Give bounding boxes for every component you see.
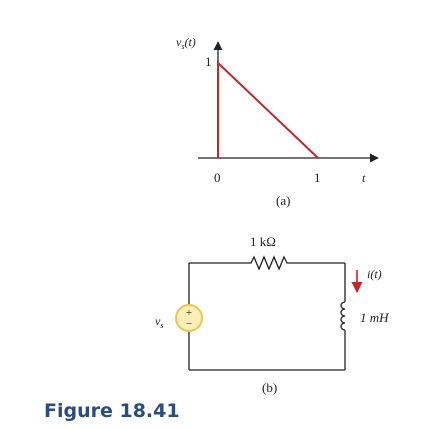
voltage-source <box>175 304 203 332</box>
figure-caption: Figure 18.41 <box>44 400 180 422</box>
top-wire-with-resistor <box>189 255 345 271</box>
y-axis-label: vs(t) <box>176 35 196 51</box>
y-tick-label: 1 <box>205 54 212 69</box>
panel-label-a: (a) <box>276 193 290 208</box>
source-plus-sign: + <box>186 307 192 319</box>
source-label: vs <box>155 314 163 330</box>
series-point <box>317 157 319 159</box>
resistor-label: 1 kΩ <box>250 234 276 249</box>
origin-label: 0 <box>214 170 221 185</box>
inductor-coil <box>340 301 346 331</box>
series-vs <box>217 60 319 159</box>
circuit-b: 1 kΩ + − vs i(t) 1 mH (b) <box>155 234 389 395</box>
x-axis-label: t <box>362 171 366 185</box>
x-tick-label: 1 <box>314 170 321 185</box>
current-label: i(t) <box>367 267 382 281</box>
inductor-label: 1 mH <box>360 310 389 325</box>
series-point <box>217 157 219 159</box>
source-minus-sign: − <box>186 318 192 330</box>
graph-a: vs(t) 1 0 1 t (a) <box>176 35 379 208</box>
panel-label-b: (b) <box>262 380 277 395</box>
series-line <box>217 60 319 159</box>
series-point <box>217 62 219 64</box>
